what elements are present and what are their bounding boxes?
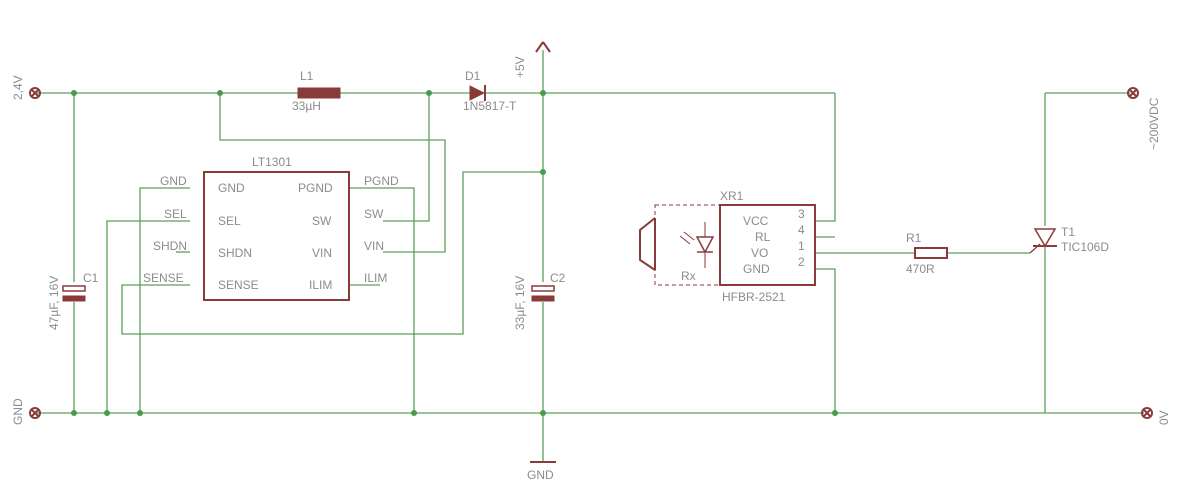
net-gnd: GND [160, 174, 187, 188]
inductor-l1 [297, 87, 341, 99]
label-2v4: 2,4V [11, 75, 25, 100]
ic-pin-vin: VIN [312, 246, 332, 260]
label-l1: L1 [300, 69, 314, 83]
label-d1: D1 [465, 69, 481, 83]
ic-lt1301 [203, 171, 350, 301]
thyristor-t1 [1029, 228, 1057, 254]
fiber-receiver-xr1 [639, 204, 816, 286]
xr1-pin-vo: VO [751, 246, 768, 260]
net-ilim: ILIM [364, 271, 387, 285]
xr1-pin-2: 2 [798, 255, 805, 269]
xr1-pin-gnd: GND [743, 262, 770, 276]
value-l1: 33µH [292, 99, 321, 113]
value-c2: 33µF, 16V [513, 276, 527, 330]
ic-name: LT1301 [252, 155, 292, 169]
xr1-pin-4: 4 [798, 223, 805, 237]
label-r1: R1 [906, 231, 922, 245]
xr1-value: HFBR-2521 [722, 290, 786, 304]
supply-5v-arrow [535, 41, 551, 53]
net-shdn: SHDN [153, 239, 187, 253]
xr1-rx: Rx [681, 269, 696, 283]
ic-pin-sense: SENSE [218, 278, 259, 292]
net-sel: SEL [164, 207, 187, 221]
label-c2: C2 [550, 271, 566, 285]
value-d1: 1N5817-T [463, 99, 517, 113]
ic-pin-shdn: SHDN [218, 246, 252, 260]
capacitor-c2 [531, 285, 555, 302]
label-c1: C1 [83, 271, 99, 285]
value-r1: 470R [906, 262, 935, 276]
xr1-pin-3: 3 [798, 207, 805, 221]
label-hv: ~200VDC [1147, 97, 1161, 150]
ic-pin-sw: SW [312, 214, 332, 228]
label-gnd-bottom: GND [527, 468, 554, 482]
value-t1: TIC106D [1061, 240, 1109, 254]
net-sense: SENSE [143, 271, 184, 285]
junction-dots [71, 90, 838, 416]
terminal-0v [1141, 407, 1153, 419]
xr1-name: XR1 [720, 189, 744, 203]
diode-d1 [469, 85, 486, 101]
terminal-2v4 [29, 87, 41, 99]
ic-pin-sel: SEL [218, 214, 241, 228]
xr1-pin-1: 1 [798, 239, 805, 253]
terminal-gnd-left [29, 407, 41, 419]
net-pgnd: PGND [364, 174, 399, 188]
ic-pin-gnd: GND [218, 181, 245, 195]
label-0v: 0V [1157, 410, 1171, 425]
xr1-pin-vcc: VCC [743, 214, 769, 228]
value-c1: 47µF, 16V [47, 276, 61, 330]
ic-pin-ilim: ILIM [309, 278, 332, 292]
label-t1: T1 [1061, 225, 1075, 239]
label-5v: +5V [513, 56, 527, 78]
capacitor-c1 [62, 285, 86, 302]
resistor-r1 [914, 247, 948, 259]
net-sw: SW [364, 207, 384, 221]
net-vin: VIN [364, 239, 384, 253]
label-gnd-left: GND [11, 398, 25, 425]
terminal-hv [1127, 87, 1139, 99]
ic-pin-pgnd: PGND [298, 181, 333, 195]
xr1-pin-rl: RL [755, 230, 771, 244]
